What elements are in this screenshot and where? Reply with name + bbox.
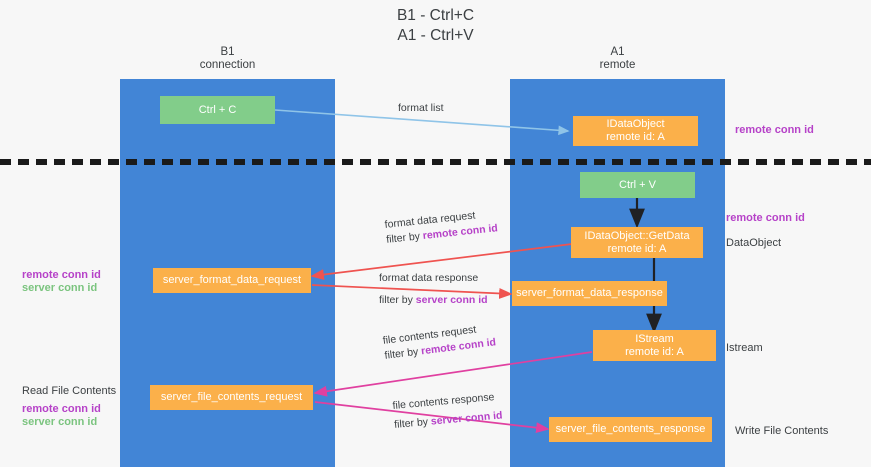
filter-prefix: filter by — [383, 345, 422, 362]
edge-label-format-data-response: format data response filter by server co… — [379, 271, 488, 308]
title-line-2: A1 - Ctrl+V — [397, 27, 474, 44]
node-ctrl-c[interactable]: Ctrl + C — [160, 96, 275, 124]
node-getdata-title: IDataObject::GetData — [584, 229, 690, 242]
side-label-istream: Istream — [726, 342, 763, 354]
lane-header-b1: B1 connection — [120, 46, 335, 72]
edge-label-format-data-response-line1: format data response — [379, 272, 479, 284]
node-istream[interactable]: IStream remote id: A — [593, 330, 716, 361]
side-label-left-remote-conn-id-bottom: remote conn id — [22, 403, 101, 415]
node-getdata-subtitle: remote id: A — [607, 242, 667, 255]
filter-prefix: filter by — [385, 230, 424, 246]
node-server-format-data-request[interactable]: server_format_data_request — [153, 268, 311, 293]
node-ctrl-c-label: Ctrl + C — [198, 103, 237, 116]
lane-header-b1-title: B1 — [220, 46, 235, 58]
side-label-left-remote-conn-id-mid: remote conn id — [22, 269, 101, 281]
lane-header-a1: A1 remote — [510, 46, 725, 72]
filter-key-server-conn-id: server conn id — [430, 409, 503, 428]
node-istream-title: IStream — [635, 332, 674, 345]
node-ctrl-v[interactable]: Ctrl + V — [580, 172, 695, 198]
page-title: B1 - Ctrl+C A1 - Ctrl+V — [0, 6, 871, 46]
node-istream-subtitle: remote id: A — [625, 345, 684, 358]
node-server-format-data-request-label: server_format_data_request — [162, 274, 302, 286]
edge-label-format-list-text: format list — [398, 102, 444, 114]
side-label-right-remote-conn-id-top: remote conn id — [735, 124, 814, 136]
filter-key-server-conn-id: server conn id — [415, 294, 488, 306]
side-label-read-file-contents: Read File Contents — [22, 385, 117, 397]
side-label-left-server-conn-id-bottom: server conn id — [22, 416, 98, 428]
node-server-file-contents-response-label: server_file_contents_response — [555, 423, 706, 435]
node-server-format-data-response[interactable]: server_format_data_response — [512, 281, 667, 306]
node-idataobject[interactable]: IDataObject remote id: A — [573, 116, 698, 146]
node-server-file-contents-request[interactable]: server_file_contents_request — [150, 385, 313, 410]
edge-label-format-data-request: format data request filter by remote con… — [384, 206, 499, 248]
edge-label-file-contents-response: file contents response filter by server … — [392, 390, 503, 433]
side-label-write-file-contents: Write File Contents — [735, 425, 829, 437]
edge-label-format-data-response-filter: filter by server conn id — [379, 293, 488, 308]
node-idataobject-title: IDataObject — [606, 118, 665, 130]
side-label-left-server-conn-id-mid: server conn id — [22, 282, 98, 294]
filter-prefix: filter by — [379, 294, 416, 306]
side-label-right-remote-conn-id-mid: remote conn id — [726, 212, 805, 224]
title-line-1: B1 - Ctrl+C — [396, 7, 475, 24]
lane-header-a1-subtitle: remote — [599, 59, 636, 71]
edge-label-file-contents-request: file contents request filter by remote c… — [382, 320, 497, 363]
node-server-format-data-response-label: server_format_data_response — [516, 287, 663, 299]
lane-header-a1-title: A1 — [610, 46, 625, 58]
node-idataobject-getdata[interactable]: IDataObject::GetData remote id: A — [571, 227, 703, 258]
filter-prefix: filter by — [393, 415, 432, 431]
lane-header-b1-subtitle: connection — [199, 59, 256, 71]
side-label-dataobject: DataObject — [726, 237, 782, 249]
node-idataobject-subtitle: remote id: A — [606, 131, 665, 143]
edge-label-format-list: format list — [398, 101, 444, 116]
node-server-file-contents-response[interactable]: server_file_contents_response — [549, 417, 712, 442]
node-server-file-contents-request-label: server_file_contents_request — [160, 391, 303, 403]
node-ctrl-v-label: Ctrl + V — [619, 178, 656, 191]
